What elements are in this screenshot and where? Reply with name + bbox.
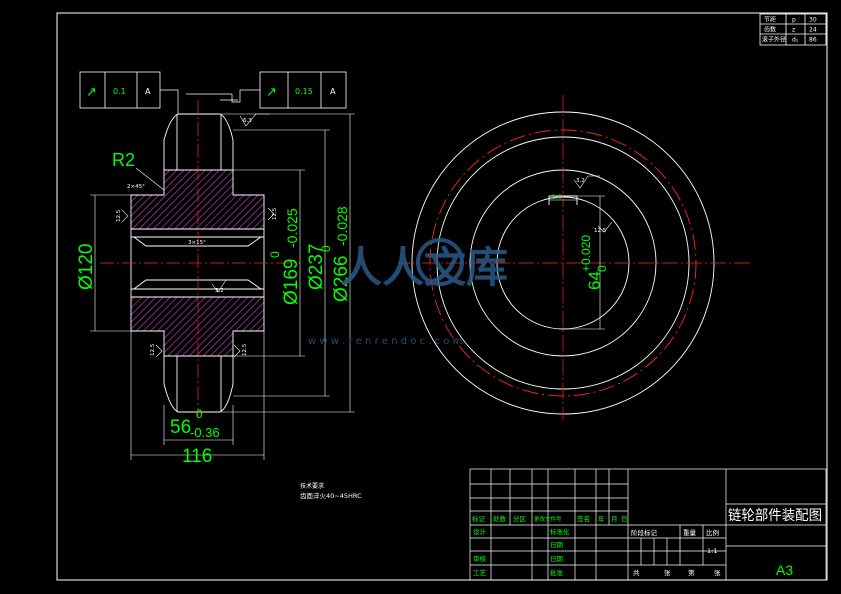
dim-tooth-tol-up: 0 <box>196 407 203 421</box>
tb-header-1: 标记 <box>472 514 486 523</box>
tb-weight-label: 重量 <box>683 529 697 537</box>
watermark: 人人文库 w w w . r e n r e n d o c . c o m <box>308 238 508 347</box>
tb-header-8: 日 <box>621 515 628 523</box>
roughness-a: 6.3 <box>243 118 252 124</box>
front-dimension-lines <box>549 175 613 330</box>
tb-mid-standard: 标准化 <box>550 527 570 536</box>
dim-hub-tol-low: -0.025 <box>284 208 300 248</box>
key-dim: 64 <box>585 271 604 290</box>
tb-header-7: 月 <box>611 515 618 523</box>
roughness-d: 12.5 <box>272 207 278 220</box>
tb-header-6: 年 <box>598 514 605 523</box>
section-hatch <box>130 169 265 357</box>
tb-row-design: 设计 <box>473 527 487 536</box>
tb-row-review: 审核 <box>473 554 487 563</box>
tolerance-leaders <box>160 89 260 114</box>
watermark-brand: 人人文库 <box>340 243 508 292</box>
tb-row-process: 工艺 <box>473 569 487 577</box>
dim-outer-tol-up: 0 <box>319 245 333 252</box>
drawing-title: 链轮部件装配图 <box>728 508 822 524</box>
dim-root-dia: Ø237 <box>306 244 327 290</box>
param-row-2-name: 齿数 <box>764 26 776 34</box>
side-centerlines <box>100 100 300 420</box>
key-tol-low: 0 <box>595 265 609 272</box>
dim-tooth-width: 56 <box>170 417 191 438</box>
roughness-f: 12.5 <box>242 343 248 356</box>
sheet-border <box>56 12 828 581</box>
dim-outer-tol-low: -0.028 <box>334 206 350 246</box>
tb-mid-date-1: 日期 <box>550 541 564 549</box>
dim-outer-dia: Ø266 <box>331 256 352 302</box>
tb-mid-date-2: 日期 <box>550 555 564 563</box>
front-centerlines <box>398 95 750 420</box>
tb-header-5: 签名 <box>577 514 590 523</box>
tolerance-left-value: 0.1 <box>113 87 126 96</box>
bore-mark: 3×15° <box>188 240 206 246</box>
dim-hub-tol-up: 0 <box>268 251 282 258</box>
dim-bore-dia: Ø120 <box>76 244 97 290</box>
tb-sheet-unit-1: 张 <box>664 568 671 577</box>
key-tol-up: +0.020 <box>579 235 593 272</box>
tb-header-2: 处数 <box>493 514 507 523</box>
tb-header-4: 更改文件号 <box>534 515 562 523</box>
sheet-size: A3 <box>776 562 793 578</box>
side-dimension-lines <box>90 113 355 460</box>
param-row-1-value: 30 <box>809 17 817 24</box>
tb-scale-label: 比例 <box>706 528 719 537</box>
tolerance-right-symbol: ↗ <box>266 85 277 100</box>
roughness-b: 12.5 <box>116 209 122 222</box>
front-keyway-roughness: 12.5 <box>594 228 607 234</box>
roughness-e: 12.5 <box>150 343 156 356</box>
param-row-2-value: 24 <box>809 27 817 34</box>
tb-scale-value: 1:1 <box>707 547 717 555</box>
dim-tooth-tol-low: -0.36 <box>190 425 220 440</box>
tolerance-left-datum: A <box>145 87 151 96</box>
param-row-1-symbol: p <box>792 17 796 24</box>
tb-stage-label: 阶段标记 <box>631 528 658 537</box>
tb-sheet-total: 共 <box>633 568 640 577</box>
dim-total-width: 116 <box>182 446 212 467</box>
tb-mid-approve: 批准 <box>550 568 564 577</box>
dim-hub-dia: Ø169 <box>281 259 302 305</box>
front-keyway-note: 1.6 <box>552 194 562 201</box>
front-roughness: 3.2 <box>576 178 585 184</box>
radius-label: R2 <box>112 150 135 170</box>
tolerance-right-datum: A <box>330 87 336 96</box>
title-block <box>469 468 827 581</box>
param-table <box>759 13 827 46</box>
tolerance-right-value: 0.15 <box>295 87 313 96</box>
roughness-c: 3.2 <box>215 288 224 294</box>
chamfer-label: 2×45° <box>127 184 145 190</box>
tb-header-3: 分区 <box>513 514 527 523</box>
notes-heading: 技术要求 <box>300 482 324 490</box>
param-row-2-symbol: z <box>792 27 795 34</box>
param-row-3-value: 86 <box>809 37 817 44</box>
watermark-logo-icon <box>416 238 464 286</box>
tolerance-left-symbol: ↗ <box>86 85 97 100</box>
param-row-1-name: 节距 <box>764 16 776 24</box>
tb-sheet-unit-2: 张 <box>714 568 721 577</box>
side-roughness-marks <box>121 113 275 358</box>
watermark-url: w w w . r e n r e n d o c . c o m <box>308 336 462 347</box>
param-row-3-symbol: d₁ <box>792 37 799 44</box>
tb-sheet-num: 第 <box>688 568 695 577</box>
param-row-3-name: 滚子外径 <box>762 36 786 44</box>
notes-line1: 齿面淬火40~45HRC <box>300 491 362 500</box>
